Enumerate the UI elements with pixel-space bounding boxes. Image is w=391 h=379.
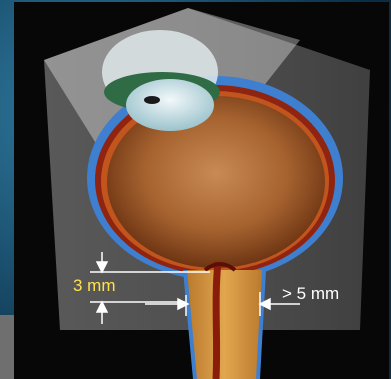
- right-thickness-label: > 5 mm: [282, 284, 339, 304]
- optic-nerve: [185, 270, 264, 379]
- lens: [126, 79, 214, 131]
- pupil: [144, 96, 160, 104]
- left-thickness-label: 3 mm: [73, 276, 116, 296]
- central-retinal-vessel: [216, 262, 218, 379]
